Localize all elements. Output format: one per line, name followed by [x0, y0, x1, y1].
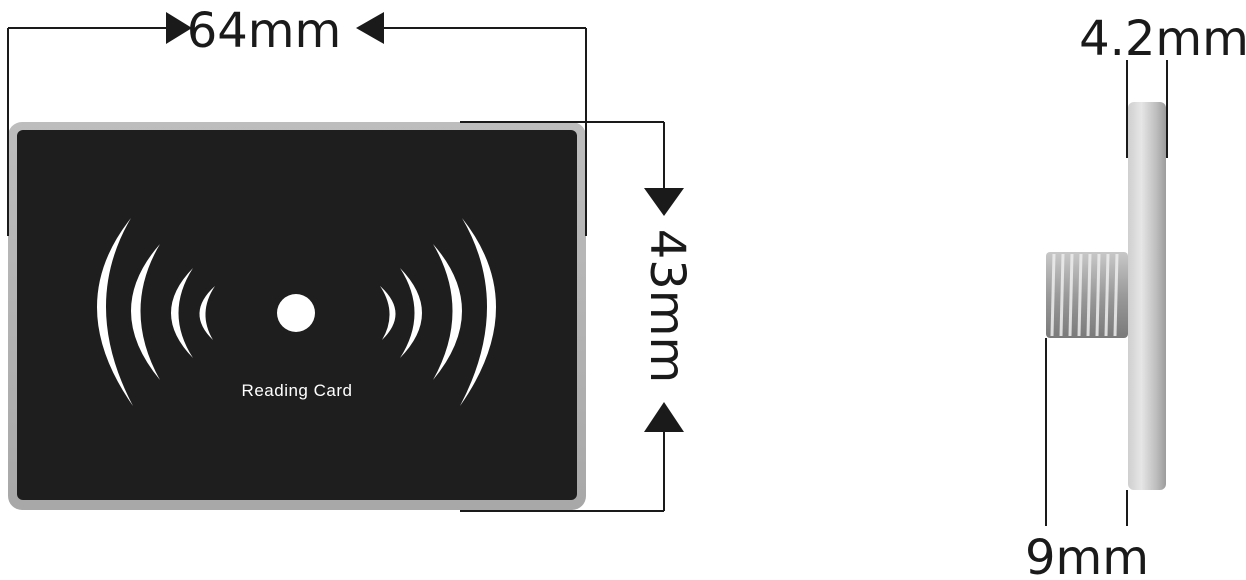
width-dimension — [7, 27, 587, 236]
width-label: 64mm — [187, 3, 342, 59]
left-signal-waves-icon — [96, 218, 215, 406]
height-label: 43mm — [639, 229, 695, 384]
thickness-label: 4.2mm — [1079, 11, 1246, 67]
reader-center-dot-icon — [277, 294, 315, 332]
width-arrow-left-icon — [166, 12, 192, 44]
right-signal-waves-icon — [380, 218, 497, 406]
height-dimension — [460, 121, 665, 512]
thickness-dimension — [1126, 60, 1168, 158]
height-arrow-top-icon — [644, 188, 684, 216]
thread-lines — [1050, 253, 1119, 337]
reader-label: Reading Card — [242, 381, 353, 400]
depth-dimension — [1045, 338, 1128, 526]
reader-side-view — [1046, 102, 1166, 490]
width-arrow-right-icon — [356, 12, 384, 44]
side-plate — [1128, 102, 1166, 490]
card-reader-front: Reading Card — [8, 122, 586, 510]
depth-label: 9mm — [1025, 530, 1149, 580]
height-arrow-bottom-icon — [644, 402, 684, 432]
